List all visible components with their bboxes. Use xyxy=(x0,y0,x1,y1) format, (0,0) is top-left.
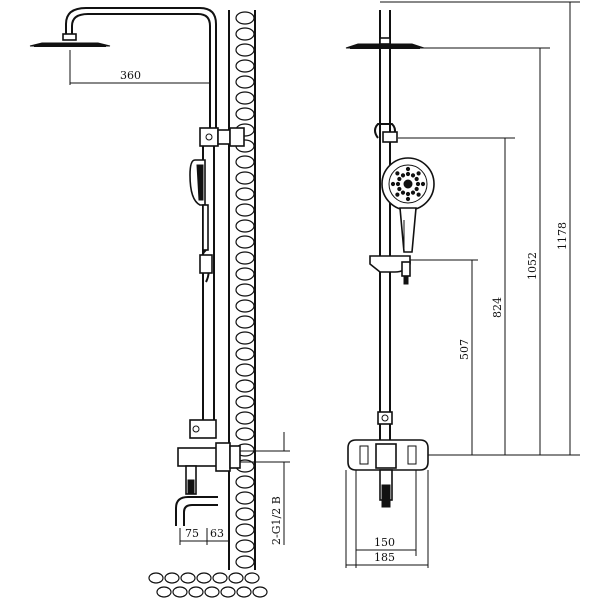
wall-stone xyxy=(235,59,255,73)
wall-stone xyxy=(204,586,220,598)
wall-stone xyxy=(148,572,164,584)
dim-slider-height-label: 507 xyxy=(458,339,471,360)
spray-nozzle xyxy=(410,190,416,195)
spray-nozzle xyxy=(414,176,419,182)
spray-nozzle xyxy=(405,166,411,172)
wall-stone xyxy=(228,572,244,584)
dim-connection-label: 2-G1/2 B xyxy=(270,496,283,545)
dim-spout-a-label: 75 xyxy=(185,527,199,540)
dim-rail-height-label: 1052 xyxy=(526,252,539,280)
wall-stone xyxy=(236,586,252,598)
wall-stone xyxy=(235,43,255,57)
wall-stone xyxy=(235,507,255,521)
wall-stone xyxy=(235,171,255,185)
wall-stone xyxy=(235,75,255,89)
spray-nozzle xyxy=(415,181,421,187)
wall-stone xyxy=(235,331,255,345)
shower-head-front xyxy=(345,37,425,49)
spray-nozzle xyxy=(414,186,419,192)
dim-slider-height: 507 xyxy=(458,260,473,455)
dim-holder-height-label: 824 xyxy=(491,297,504,318)
spray-nozzle xyxy=(400,173,406,178)
mixer-front xyxy=(347,439,429,508)
spray-nozzle xyxy=(405,171,411,177)
wall-stone xyxy=(235,11,255,25)
wall-stone xyxy=(235,283,255,297)
wall-stone xyxy=(235,155,255,169)
dim-width-outer-label: 185 xyxy=(374,551,395,564)
wall-stone xyxy=(235,539,255,553)
wall-stone xyxy=(235,107,255,121)
wall-stone xyxy=(220,586,236,598)
wall-section xyxy=(228,10,256,570)
hand-shower-side xyxy=(189,159,209,251)
wall-stone xyxy=(235,395,255,409)
wall-stone xyxy=(235,347,255,361)
floor-section xyxy=(148,570,268,600)
dim-width-inner-label: 150 xyxy=(374,536,395,549)
dim-holder-height: 824 xyxy=(491,138,506,455)
wall-stone xyxy=(235,219,255,233)
wall-stone xyxy=(235,187,255,201)
spray-nozzle xyxy=(395,171,400,176)
wall-stone xyxy=(180,572,196,584)
side-view: 360 75 63 2-G1/2 B xyxy=(29,7,290,600)
wall-stone xyxy=(164,572,180,584)
wall-stone xyxy=(235,475,255,489)
dim-head-arm: 360 xyxy=(69,50,211,90)
spray-nozzle xyxy=(390,181,396,187)
spray-nozzle xyxy=(397,176,402,182)
wall-stone xyxy=(235,555,255,569)
wall-stone xyxy=(235,267,255,281)
spray-nozzle xyxy=(397,186,402,192)
spray-nozzle xyxy=(420,181,426,187)
wall-stone xyxy=(235,251,255,265)
wall-bracket xyxy=(199,127,245,147)
front-view: 1178 1052 824 507 150 185 xyxy=(345,1,580,568)
wall-stone xyxy=(235,363,255,377)
spray-nozzle xyxy=(400,190,406,195)
dim-total-height-label: 1178 xyxy=(556,222,569,250)
dim-connection: 2-G1/2 B xyxy=(240,432,290,545)
dim-width-inner: 150 xyxy=(345,470,429,568)
overhead-pipe xyxy=(65,7,217,130)
wall-stone xyxy=(235,427,255,441)
spray-nozzle xyxy=(395,181,401,187)
dim-spout-b-label: 63 xyxy=(210,527,224,540)
mixer-side xyxy=(175,419,241,526)
hand-shower-holder xyxy=(374,123,398,143)
wall-stone xyxy=(235,91,255,105)
spray-nozzle xyxy=(405,196,411,202)
wall-stone xyxy=(235,299,255,313)
wall-stone xyxy=(156,586,172,598)
wall-stone xyxy=(235,523,255,537)
wall-stone xyxy=(235,27,255,41)
spray-nozzle xyxy=(395,192,400,197)
spray-nozzle xyxy=(410,173,416,178)
spray-nozzle xyxy=(416,171,421,176)
dim-rail-height: 1052 xyxy=(526,48,541,455)
wall-stone xyxy=(244,572,260,584)
spray-nozzle xyxy=(416,192,421,197)
wall-stone xyxy=(235,315,255,329)
wall-stone xyxy=(235,379,255,393)
wall-stone xyxy=(235,203,255,217)
wall-stone xyxy=(196,572,212,584)
dim-head-arm-label: 360 xyxy=(120,69,141,82)
shower-head-side xyxy=(29,33,111,47)
dim-width-outer: 185 xyxy=(346,551,428,566)
wall-stone xyxy=(188,586,204,598)
wall-stone xyxy=(212,572,228,584)
wall-stone xyxy=(235,411,255,425)
wall-stone xyxy=(235,491,255,505)
dim-total-height: 1178 xyxy=(556,2,571,455)
wall-stone xyxy=(172,586,188,598)
hand-shower-front xyxy=(381,157,435,253)
wall-stone xyxy=(252,586,268,598)
dim-spout: 75 63 xyxy=(179,527,230,545)
slider xyxy=(369,255,411,285)
wall-stone xyxy=(235,235,255,249)
spray-nozzle xyxy=(405,191,411,197)
